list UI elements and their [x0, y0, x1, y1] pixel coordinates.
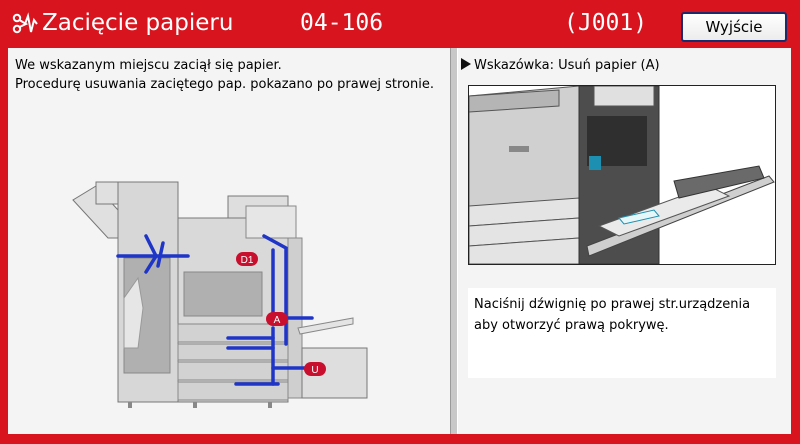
jam-message: We wskazanym miejscu zaciął się papier. …	[15, 56, 434, 94]
jam-path-lines	[116, 234, 320, 386]
instruction-line: aby otworzyć prawą pokrywę.	[474, 318, 669, 333]
jam-code: (J001)	[564, 10, 648, 36]
message-line: We wskazanym miejscu zaciął się papier.	[15, 58, 282, 73]
page-title: Zacięcie papieru	[42, 10, 234, 36]
instruction-illustration	[468, 85, 776, 265]
location-marker-u: U	[304, 362, 326, 376]
instruction-line: Naciśnij dźwignię po prawej str.urządzen…	[474, 297, 751, 312]
hint-label: Wskazówka: Usuń papier (A)	[474, 58, 660, 73]
panel-divider	[450, 48, 458, 434]
left-panel: We wskazanym miejscu zaciął się papier. …	[8, 48, 449, 434]
content-area: We wskazanym miejscu zaciął się papier. …	[8, 48, 791, 434]
exit-button[interactable]: Wyjście	[681, 12, 787, 42]
location-marker-a: A	[266, 312, 288, 326]
marker-label: A	[274, 315, 281, 326]
open-cover-illustration	[468, 85, 775, 265]
hint-heading: Wskazówka: Usuń papier (A)	[461, 57, 660, 74]
marker-label: U	[311, 365, 318, 376]
right-panel: Wskazówka: Usuń papier (A)	[458, 48, 791, 434]
machine-body	[72, 181, 368, 408]
machine-diagram: D1 A U	[72, 181, 368, 408]
location-marker-d1: D1	[236, 252, 258, 266]
title-bar: Zacięcie papieru 04-106 (J001) Wyjście	[0, 0, 800, 44]
error-code: 04-106	[300, 10, 384, 36]
message-line: Procedurę usuwania zaciętego pap. pokaza…	[15, 77, 434, 92]
play-arrow-icon	[461, 58, 471, 70]
marker-label: D1	[241, 255, 254, 266]
paper-jam-icon	[12, 12, 38, 34]
instruction-box: Naciśnij dźwignię po prawej str.urządzen…	[468, 288, 776, 378]
